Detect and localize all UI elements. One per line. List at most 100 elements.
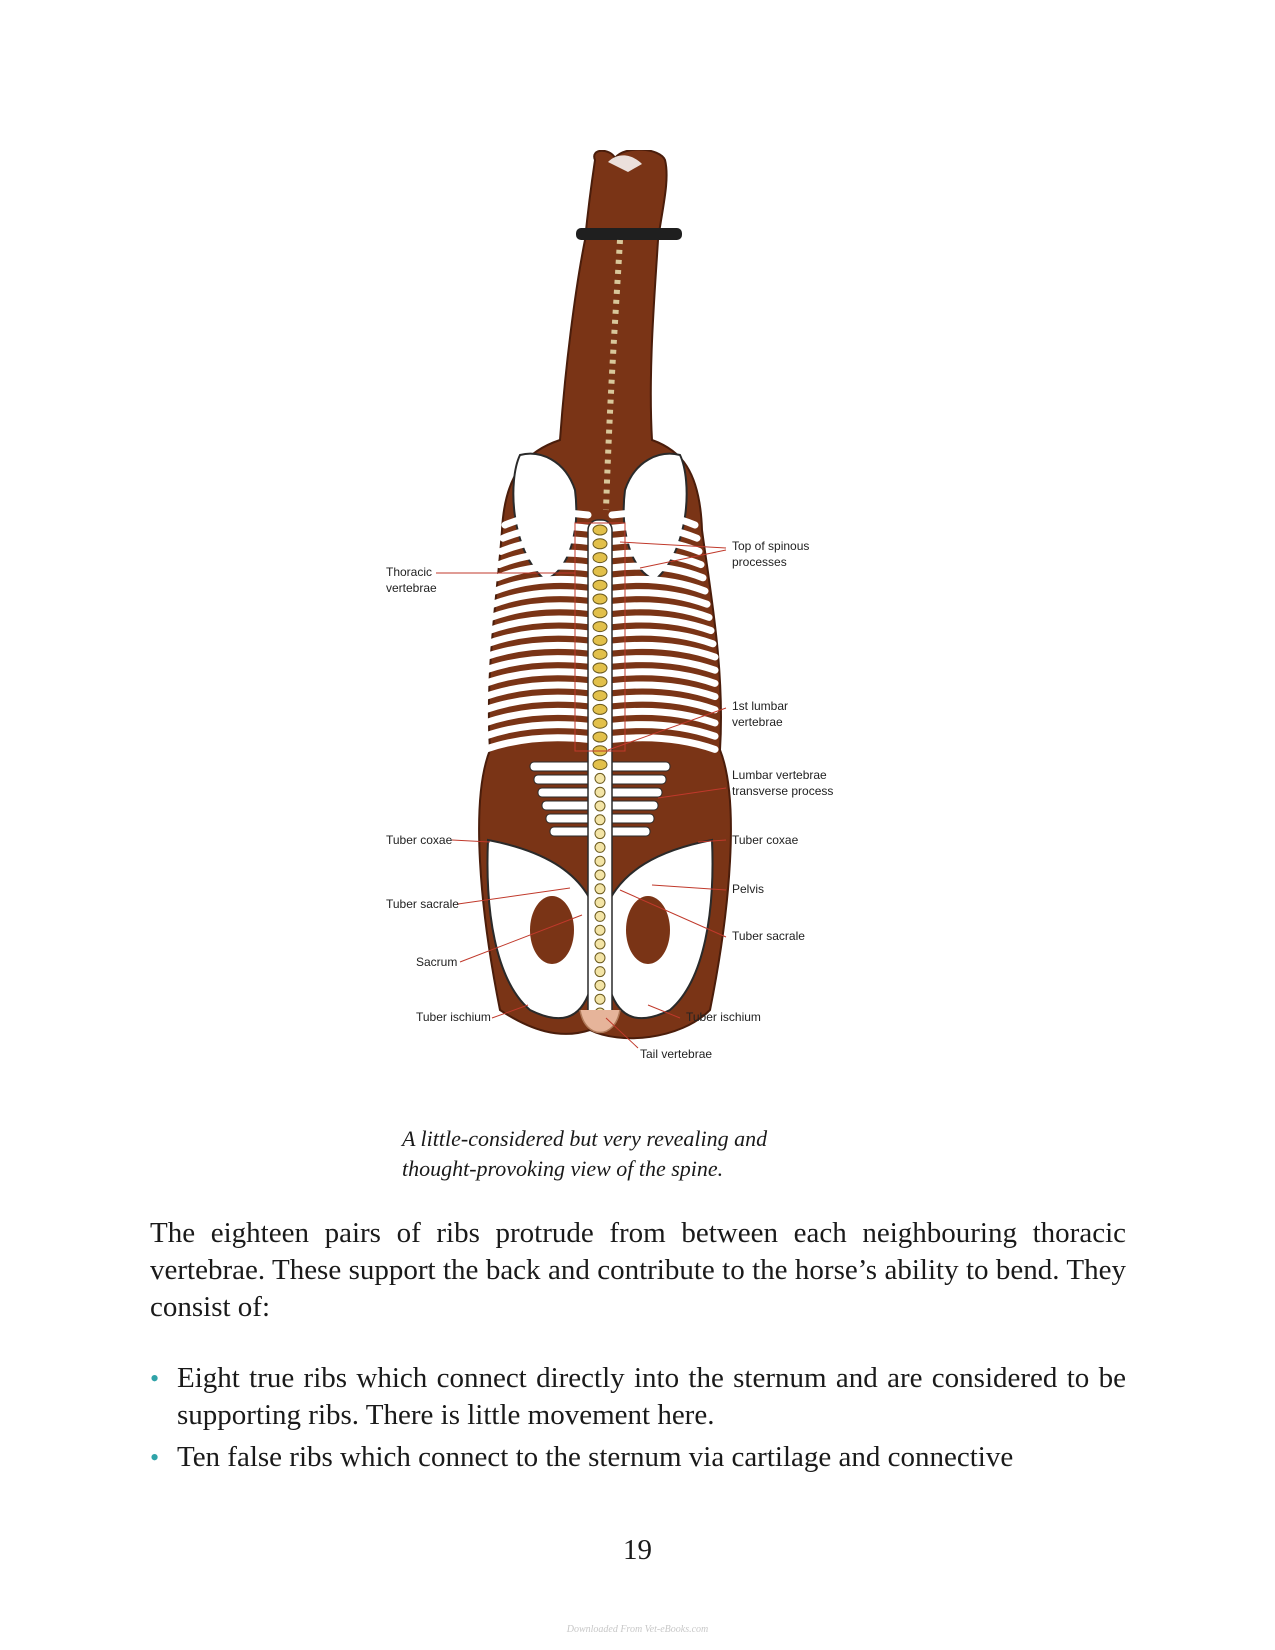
- rib-left: [483, 628, 592, 648]
- vertebra: [594, 869, 606, 881]
- label-tuber-coxae-left: Tuber coxae: [386, 833, 453, 847]
- vertebra: [594, 924, 606, 936]
- vertebra: [592, 552, 608, 564]
- label-first-lumbar-vertebrae: 1st lumbar vertebrae: [732, 699, 789, 729]
- list-item-text: Eight true ribs which connect directly i…: [177, 1362, 1126, 1431]
- label-sacrum: Sacrum: [416, 955, 458, 969]
- rib-right: [608, 549, 705, 569]
- vertebra: [592, 690, 608, 702]
- rib-left: [497, 536, 592, 555]
- vertebra: [592, 524, 608, 536]
- rib-right: [608, 602, 713, 621]
- tail-stub: [579, 1009, 621, 1034]
- label-tuber-coxae-right: Tuber coxae: [732, 833, 799, 847]
- rib-right: [608, 523, 701, 542]
- rib-left: [481, 734, 592, 753]
- label-tuber-ischium-right: Tuber ischium: [686, 1010, 761, 1024]
- rib-left: [485, 615, 592, 635]
- rib-right: [608, 509, 699, 529]
- rib-right: [608, 536, 703, 555]
- vertebra: [592, 662, 608, 674]
- vertebra: [594, 786, 606, 798]
- vertebra: [594, 841, 606, 853]
- rib-right: [608, 655, 719, 674]
- body-paragraph: The eighteen pairs of ribs protrude from…: [150, 1217, 1126, 1323]
- rib-right: [608, 641, 719, 661]
- rib-types-list: • Eight true ribs which connect directly…: [150, 1360, 1126, 1481]
- thoracic-bracket: [574, 522, 626, 752]
- obturator-left: [530, 896, 574, 964]
- rib-right: [608, 707, 719, 727]
- page-number: 19: [623, 1534, 652, 1566]
- vertebra: [592, 565, 608, 577]
- label-thoracic-vertebrae: Thoracic vertebrae: [386, 565, 437, 595]
- rib-right: [608, 628, 717, 648]
- vertebra: [594, 952, 606, 964]
- rib-right: [608, 668, 719, 687]
- horse-spine-figure: Thoracic vertebrae Top of spinous proces…: [380, 150, 900, 1110]
- rib-right: [608, 694, 719, 714]
- rib-left: [489, 589, 592, 608]
- vertebra: [592, 607, 608, 619]
- rib-left: [501, 509, 592, 529]
- vertebra: [592, 731, 608, 743]
- leader-lines: [436, 541, 727, 1049]
- list-item: • Ten false ribs which connect to the st…: [150, 1439, 1126, 1476]
- vertebra: [592, 676, 608, 688]
- vertebra: [592, 621, 608, 633]
- vertebra: [592, 717, 608, 729]
- vertebra: [592, 648, 608, 660]
- vertebra: [594, 938, 606, 950]
- vertebra: [594, 772, 606, 784]
- rib-left: [495, 549, 592, 569]
- bullet-icon: •: [150, 1443, 160, 1472]
- vertebra: [594, 979, 606, 991]
- bullet-icon: •: [150, 1364, 160, 1393]
- rib-cage: [481, 509, 719, 753]
- label-top-of-spinous-processes: Top of spinous processes: [732, 539, 810, 569]
- label-tuber-sacrale-right: Tuber sacrale: [732, 929, 805, 943]
- vertebra: [592, 634, 608, 646]
- vertebra: [594, 814, 606, 826]
- vertebra: [594, 897, 606, 909]
- rib-right: [608, 615, 715, 635]
- vertebra: [592, 538, 608, 550]
- vertebra: [592, 579, 608, 591]
- vertebra: [594, 966, 606, 978]
- label-lumbar-transverse-process: Lumbar vertebrae transverse process: [732, 768, 834, 798]
- label-tuber-ischium-left: Tuber ischium: [416, 1010, 491, 1024]
- rib-left: [481, 668, 592, 687]
- rib-right: [608, 734, 719, 753]
- rib-right: [608, 589, 711, 608]
- rib-left: [499, 523, 592, 542]
- rib-left: [481, 707, 592, 727]
- label-tail-vertebrae: Tail vertebrae: [640, 1047, 713, 1061]
- list-item: • Eight true ribs which connect directly…: [150, 1360, 1126, 1434]
- obturator-right: [626, 896, 670, 964]
- label-tuber-sacrale-left: Tuber sacrale: [386, 897, 459, 911]
- vertebra: [594, 800, 606, 812]
- label-pelvis: Pelvis: [732, 882, 765, 896]
- list-item-text: Ten false ribs which connect to the ster…: [177, 1441, 1014, 1473]
- ear-tips: [608, 155, 642, 172]
- rib-left: [481, 694, 592, 714]
- horse-back-illustration: [436, 150, 732, 1049]
- vertebra: [592, 703, 608, 715]
- rib-left: [491, 575, 592, 595]
- rib-left: [481, 641, 592, 661]
- figure-caption: A little-considered but very revealing a…: [402, 1126, 768, 1181]
- rib-right: [608, 721, 719, 740]
- download-watermark: Downloaded From Vet-eBooks.com: [566, 1624, 709, 1635]
- halter-strap: [576, 228, 682, 240]
- vertebra: [592, 593, 608, 605]
- vertebra: [594, 883, 606, 895]
- vertebra: [594, 910, 606, 922]
- vertebra: [592, 759, 608, 771]
- rib-left: [481, 681, 592, 701]
- vertebra: [594, 993, 606, 1005]
- vertebra: [594, 828, 606, 840]
- rib-right: [608, 575, 709, 595]
- rib-left: [493, 562, 592, 582]
- rib-right: [608, 681, 719, 701]
- vertebra: [594, 855, 606, 867]
